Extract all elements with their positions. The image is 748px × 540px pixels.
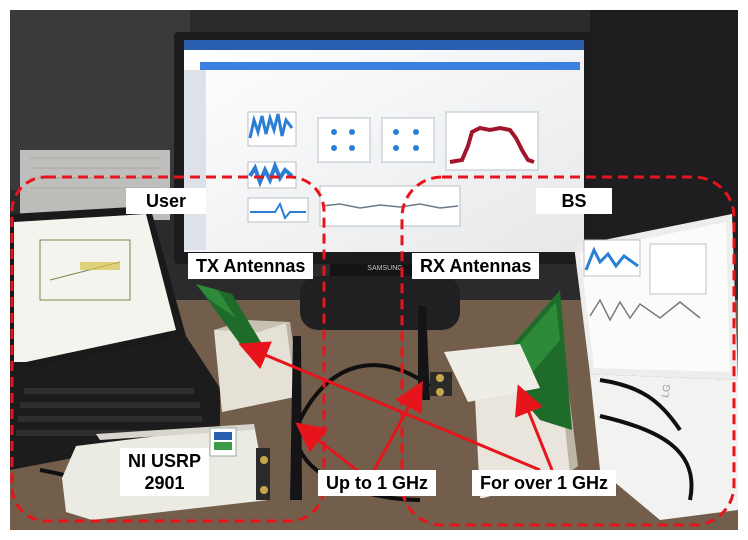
- rx-antennas-label: RX Antennas: [412, 253, 540, 279]
- rx-rod-antenna: [418, 306, 430, 400]
- ni-usrp-label-line2: 2901: [144, 473, 185, 493]
- user-region: [10, 175, 326, 523]
- over-1ghz-label: For over 1 GHz: [472, 470, 617, 496]
- bs-region: [400, 175, 736, 527]
- ni-usrp-label: NI USRP 2901: [120, 448, 210, 496]
- ni-usrp-label-line1: NI USRP: [128, 451, 202, 471]
- monitor-brand: SAMSUNG: [367, 265, 402, 272]
- tx-antennas-label: TX Antennas: [188, 253, 314, 279]
- up-to-1ghz-label: Up to 1 GHz: [318, 470, 436, 496]
- svg-text:LG: LG: [660, 383, 673, 398]
- right-laptop-base: [590, 374, 738, 520]
- tx-rod-antenna: [290, 336, 302, 500]
- arrow-icon: [238, 341, 541, 472]
- arrow-icon: [370, 380, 423, 475]
- bs-label: BS: [536, 188, 612, 214]
- tx-box: [214, 322, 300, 412]
- arrow-icon: [514, 384, 554, 471]
- user-label: User: [126, 188, 206, 214]
- arrow-icon: [295, 422, 363, 476]
